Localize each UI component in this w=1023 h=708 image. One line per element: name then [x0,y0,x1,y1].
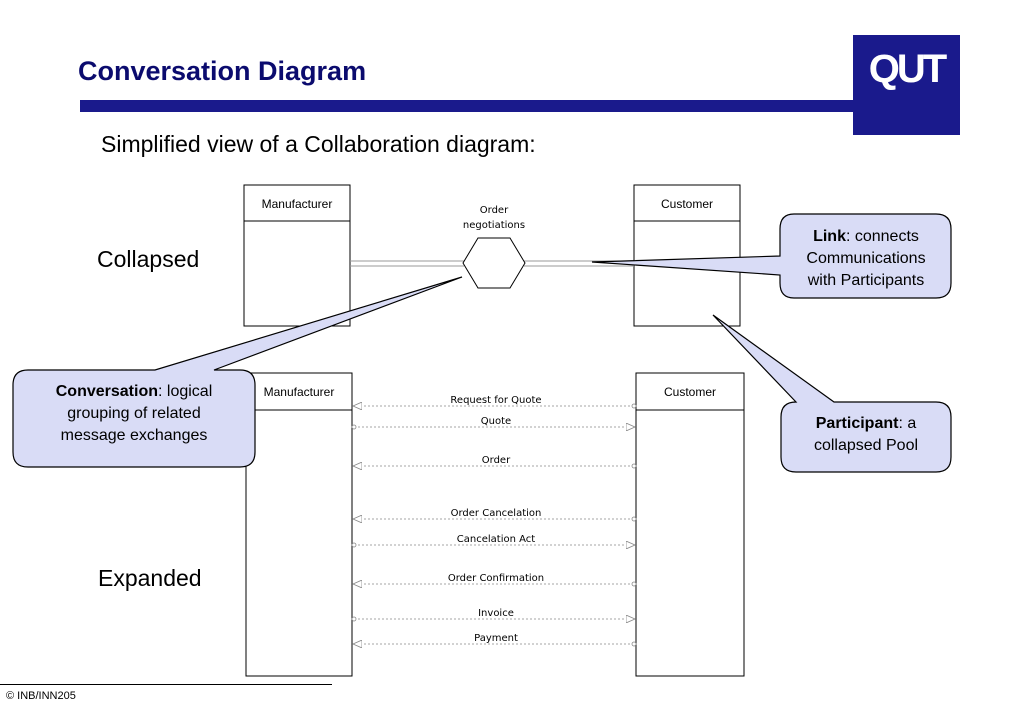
conversation-term: Conversation [55,383,158,400]
link-callout [591,213,952,299]
footer-rule [0,684,332,685]
collapsed-manufacturer-label: Manufacturer [262,197,333,211]
message-flow-label: Order [482,455,511,466]
conversation-text-2: grouping of related [67,405,201,422]
message-flow-label: Request for Quote [450,395,541,406]
message-flow-label: Invoice [478,608,514,619]
link-callout-text: Link: connects Communications with Parti… [782,226,950,292]
title-underline-bar [80,100,855,112]
participant-callout-text: Participant: a collapsed Pool [782,413,950,457]
message-flow-label: Order Cancelation [451,508,542,519]
message-flow-label: Payment [474,633,518,644]
link-text-3: with Participants [807,272,925,289]
link-text-2: Communications [806,250,926,267]
participant-text-2: collapsed Pool [813,437,919,454]
collapsed-manufacturer-pool: Manufacturer [243,184,351,327]
participant-text-1: : a [898,415,917,432]
qut-logo: QUT [853,35,960,135]
collapsed-section-label: Collapsed [97,246,200,272]
expanded-section-label: Expanded [98,565,202,591]
conversation-callout-text: Conversation: logical grouping of relate… [14,381,254,447]
message-flow: Request for Quote [353,395,634,406]
conversation-label-line1: Order [480,205,509,216]
conversation-label-line2: negotiations [463,220,525,231]
subtitle: Simplified view of a Collaboration diagr… [101,131,536,157]
message-flow: Cancelation Act [354,534,635,545]
participant-term: Participant [815,415,899,432]
expanded-customer-pool: Customer [635,372,745,677]
expanded-manufacturer-label: Manufacturer [264,385,335,399]
message-flow: Order Confirmation [353,573,634,584]
expanded-manufacturer-pool: Manufacturer [245,372,353,677]
page-title: Conversation Diagram [78,56,367,86]
conversation-text-3: message exchanges [60,427,208,444]
conversation-link-left [350,260,464,267]
collapsed-customer-label: Customer [661,197,713,211]
message-flow: Order Cancelation [353,508,634,519]
logo-text: QUT [868,47,947,91]
message-flow: Payment [353,633,634,644]
collapsed-customer-pool: Customer [633,184,741,327]
message-flow-label: Order Confirmation [448,573,544,584]
message-flow: Invoice [354,608,635,619]
expanded-customer-label: Customer [664,385,716,399]
footer-copyright: © INB/INN205 [6,690,76,702]
conversation-text-1: : logical [158,383,213,400]
message-flow-label: Cancelation Act [457,534,536,545]
link-term: Link [813,228,846,245]
link-text-1: : connects [845,228,919,245]
conversation-hexagon [462,237,526,289]
participant-callout [712,314,952,473]
conversation-callout [12,276,463,468]
message-flow: Quote [354,416,635,427]
message-flow: Order [353,455,634,466]
message-flow-label: Quote [481,416,511,427]
